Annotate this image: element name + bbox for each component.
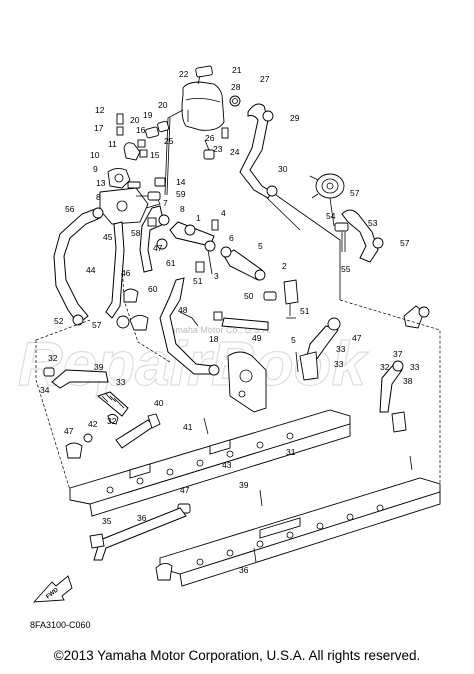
callout-14: 14 bbox=[176, 177, 186, 187]
callout-labels: 22 21 28 27 12 20 19 20 29 17 16 25 26 1… bbox=[40, 65, 420, 575]
callout-52: 48 bbox=[178, 305, 188, 315]
callout-17: 17 bbox=[94, 123, 104, 133]
callout-47b: 5 bbox=[291, 335, 296, 345]
callout-48: 49 bbox=[252, 333, 262, 343]
callout-11: 11 bbox=[108, 139, 117, 149]
callout-3a: 3 bbox=[214, 271, 219, 281]
callout-30: 30 bbox=[278, 164, 288, 174]
callout-13: 13 bbox=[96, 178, 106, 188]
hose-56 bbox=[53, 207, 101, 325]
callout-20b: 20 bbox=[130, 115, 140, 125]
callout-4: 4 bbox=[221, 208, 226, 218]
callout-28: 28 bbox=[231, 82, 241, 92]
callout-37: 39 bbox=[94, 362, 104, 372]
fwd-arrow: FWD bbox=[32, 575, 73, 603]
water-pump bbox=[309, 173, 345, 227]
callout-42: 47 bbox=[64, 426, 74, 436]
callout-49: 50 bbox=[244, 291, 254, 301]
callout-55: 55 bbox=[341, 264, 351, 274]
callout-15: 15 bbox=[150, 150, 160, 160]
heat-exchanger-31 bbox=[69, 409, 351, 517]
coolant-reservoir bbox=[164, 65, 225, 196]
callout-8b: 8 bbox=[180, 204, 185, 214]
callout-25: 25 bbox=[164, 136, 174, 146]
hose-48 bbox=[221, 317, 269, 331]
callout-45: 45 bbox=[103, 232, 113, 242]
callout-1: 1 bbox=[196, 213, 201, 223]
callout-5a: 5 bbox=[258, 241, 263, 251]
hose-41 bbox=[115, 419, 155, 449]
callout-2: 2 bbox=[282, 261, 287, 271]
callout-31: 43 bbox=[222, 460, 232, 470]
callout-47e: 36 bbox=[239, 565, 249, 575]
engine-cover bbox=[227, 351, 267, 413]
callout-56: 56 bbox=[65, 204, 75, 214]
callout-39a: 32 bbox=[48, 353, 58, 363]
hose-35 bbox=[93, 507, 187, 561]
callout-57a: 57 bbox=[350, 188, 360, 198]
callout-5b: 51 bbox=[300, 306, 310, 316]
hose-53 bbox=[341, 209, 379, 263]
callout-60: 60 bbox=[148, 284, 158, 294]
thermostat-housing bbox=[99, 142, 161, 225]
hose-37 bbox=[51, 369, 109, 389]
callout-24: 24 bbox=[230, 147, 240, 157]
callout-47d: 39 bbox=[239, 480, 249, 490]
callout-39b: 34 bbox=[40, 385, 50, 395]
callout-53: 53 bbox=[368, 218, 378, 228]
callout-46a: 46 bbox=[121, 268, 131, 278]
callout-32b: 32 bbox=[380, 362, 390, 372]
callout-36a: 47 bbox=[180, 485, 190, 495]
callout-33d: 33 bbox=[410, 362, 420, 372]
callout-34: 31 bbox=[286, 447, 296, 457]
callout-16: 16 bbox=[136, 125, 146, 135]
callout-10: 10 bbox=[90, 150, 100, 160]
callout-38: 33 bbox=[116, 377, 126, 387]
callout-35: 36 bbox=[137, 513, 147, 523]
callout-7: 7 bbox=[163, 198, 168, 208]
callout-9: 9 bbox=[93, 164, 98, 174]
callout-26: 26 bbox=[205, 133, 215, 143]
callout-33c: 37 bbox=[393, 349, 403, 359]
callout-54: 54 bbox=[326, 211, 336, 221]
callout-8a: 8 bbox=[96, 192, 101, 202]
callout-32a: 33 bbox=[336, 344, 346, 354]
callout-59: 59 bbox=[176, 189, 186, 199]
callout-40: 32 bbox=[107, 416, 117, 426]
callout-21: 21 bbox=[232, 65, 242, 75]
spring-38 bbox=[96, 391, 129, 417]
hose-44 bbox=[105, 221, 125, 319]
callout-47c: 41 bbox=[183, 422, 193, 432]
callout-29: 29 bbox=[290, 113, 300, 123]
callout-12: 12 bbox=[95, 105, 105, 115]
callout-44: 44 bbox=[86, 265, 96, 275]
callout-36b: 35 bbox=[102, 516, 112, 526]
callout-18: 57 bbox=[92, 320, 102, 330]
callout-19: 19 bbox=[143, 110, 153, 120]
callout-23: 23 bbox=[213, 144, 223, 154]
watermark-text: Yamaha Motor Co., U.S.A. bbox=[165, 325, 271, 335]
callout-41: 40 bbox=[154, 398, 164, 408]
part-code: 8FA3100-C060 bbox=[30, 620, 91, 630]
callout-58: 58 bbox=[131, 228, 141, 238]
callout-57c: 52 bbox=[54, 316, 64, 326]
callout-32c: 38 bbox=[403, 376, 413, 386]
heat-exchanger-34 bbox=[159, 477, 441, 587]
callout-51a: 51 bbox=[193, 276, 203, 286]
callout-51b: 18 bbox=[209, 334, 219, 344]
callout-47a: 47 bbox=[153, 243, 163, 253]
callout-43: 42 bbox=[88, 419, 98, 429]
callout-20: 20 bbox=[158, 100, 168, 110]
callout-6: 6 bbox=[229, 233, 234, 243]
callout-57b: 57 bbox=[400, 238, 410, 248]
callout-33a: 47 bbox=[352, 333, 362, 343]
callout-27: 27 bbox=[260, 74, 270, 84]
callout-33b: 33 bbox=[334, 359, 344, 369]
callout-22: 22 bbox=[179, 69, 189, 79]
callout-61: 61 bbox=[166, 258, 176, 268]
copyright-notice: ©2013 Yamaha Motor Corporation, U.S.A. A… bbox=[53, 648, 421, 663]
